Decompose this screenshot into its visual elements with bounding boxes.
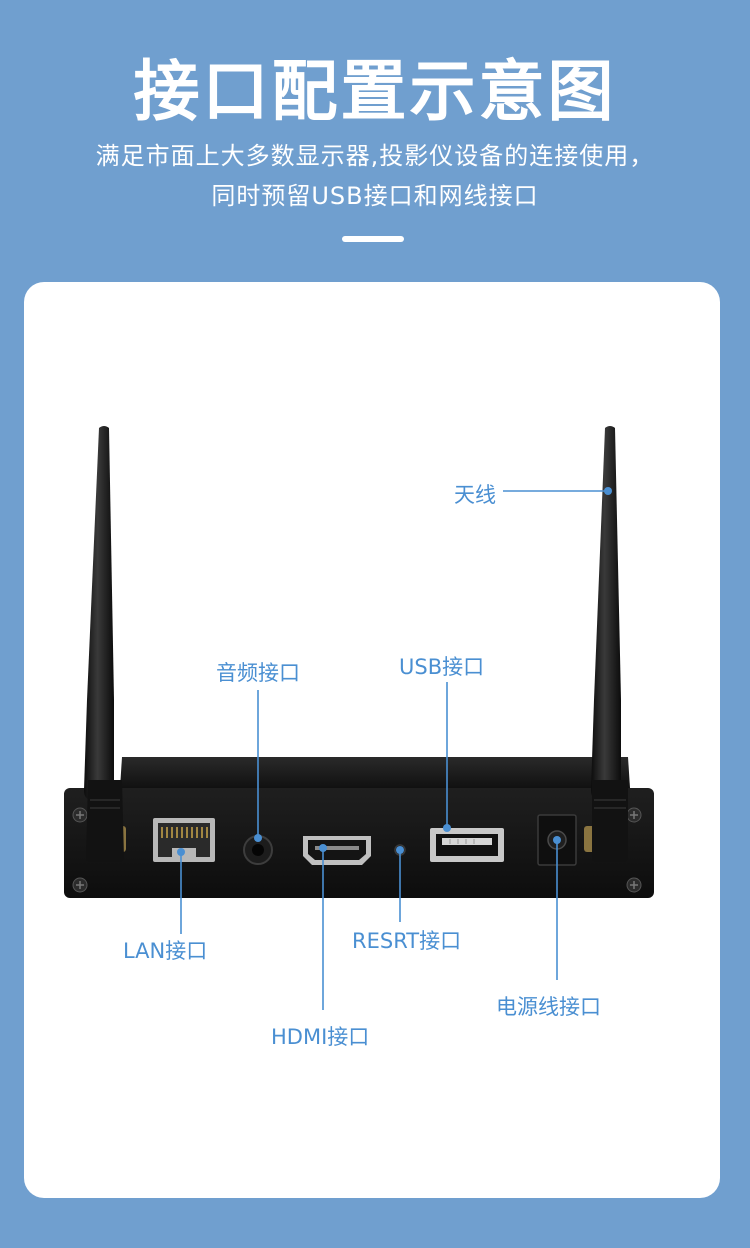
- callout-usb-port: USB接口: [399, 655, 485, 679]
- hdmi-port: [303, 836, 371, 865]
- callout-lines: [180, 490, 606, 1010]
- callout-antenna: 天线: [454, 483, 496, 507]
- callout-lan-port: LAN接口: [123, 939, 208, 963]
- screw-icon: [72, 807, 88, 823]
- screw-icon: [626, 807, 642, 823]
- callout-reset-port: RESRT接口: [352, 929, 462, 953]
- title-divider: [342, 236, 404, 242]
- callout-hdmi-port: HDMI接口: [271, 1025, 370, 1049]
- usb-port: [430, 828, 504, 862]
- subtitle-line-1: 满足市面上大多数显示器,投影仪设备的连接使用，: [95, 142, 655, 170]
- callout-power-port: 电源线接口: [496, 995, 601, 1019]
- screw-icon: [626, 877, 642, 893]
- device-top-surface: [120, 757, 630, 788]
- callout-audio-port: 音频接口: [216, 661, 300, 685]
- antenna-right: [591, 426, 628, 862]
- audio-jack: [243, 835, 273, 865]
- screw-icon: [72, 877, 88, 893]
- page-title: 接口配置示意图: [133, 53, 617, 130]
- antenna-left: [84, 426, 124, 862]
- callout-dots: [177, 487, 612, 856]
- lan-port: [153, 818, 215, 862]
- subtitle-line-2: 同时预留USB接口和网线接口: [211, 182, 539, 210]
